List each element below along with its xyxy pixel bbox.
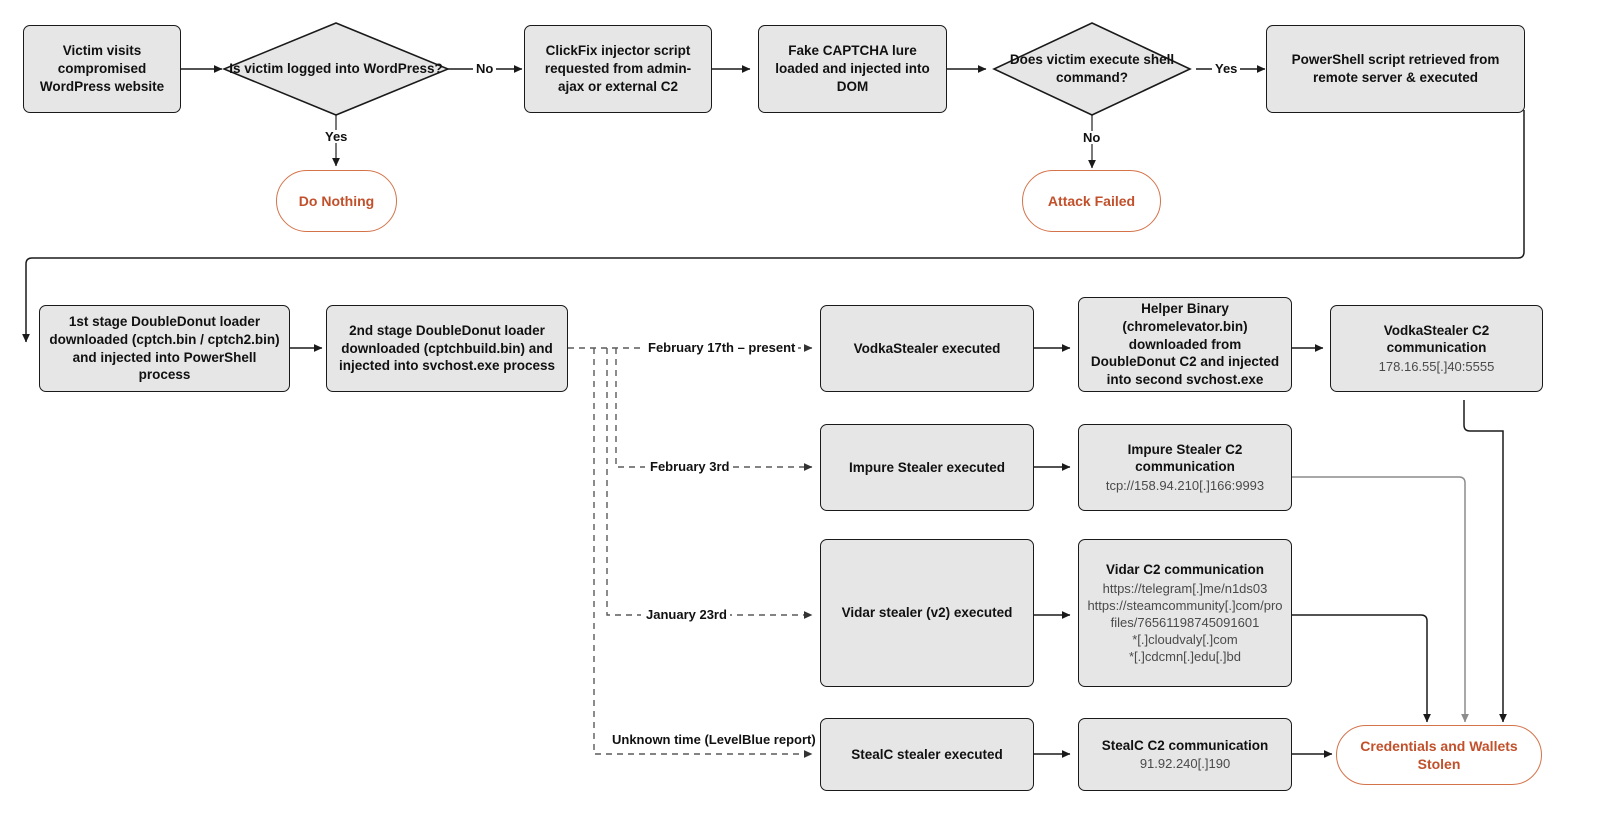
node-impure-c2-detail: tcp://158.94.210[.]166:9993	[1105, 478, 1265, 494]
node-exec-shell-decision-label: Does victim execute shell command?	[1009, 52, 1175, 85]
node-victim-visits-label: Victim visits compromised WordPress webs…	[39, 43, 165, 94]
node-fake-captcha-label: Fake CAPTCHA lure loaded and injected in…	[775, 43, 930, 94]
node-attack-failed-label: Attack Failed	[1047, 192, 1136, 209]
node-logged-in-decision[interactable]: Is victim logged into WordPress?	[222, 21, 450, 117]
edge-label-branch-vidar: January 23rd	[643, 608, 730, 621]
edge-label-branch-impure: February 3rd	[647, 460, 733, 473]
edge-label-logged-in-no: No	[473, 62, 497, 75]
node-vodka-c2[interactable]: VodkaStealer C2 communication 178.16.55[…	[1330, 305, 1543, 392]
node-stealc-exec-label: StealC stealer executed	[851, 746, 1003, 762]
node-stealc-c2-detail: 91.92.240[.]190	[1139, 756, 1231, 772]
node-impure-exec-label: Impure Stealer executed	[848, 459, 1006, 475]
diamond-shape-icon	[992, 22, 1192, 116]
node-vidar-c2-title: Vidar C2 communication	[1105, 561, 1265, 577]
node-powershell-script[interactable]: PowerShell script retrieved from remote …	[1266, 25, 1525, 113]
node-loader-stage1-label: 1st stage DoubleDonut loader downloaded …	[49, 313, 280, 383]
node-vidar-c2[interactable]: Vidar C2 communication https://telegram[…	[1078, 539, 1292, 687]
node-vodka-exec[interactable]: VodkaStealer executed	[820, 305, 1034, 392]
node-stealc-c2-title: StealC C2 communication	[1101, 737, 1269, 753]
edge-label-branch-vodka: February 17th – present	[645, 341, 799, 354]
node-exec-shell-decision[interactable]: Does victim execute shell command?	[992, 21, 1192, 117]
node-stealc-exec[interactable]: StealC stealer executed	[820, 718, 1034, 791]
node-impure-c2[interactable]: Impure Stealer C2 communication tcp://15…	[1078, 424, 1292, 511]
node-attack-failed[interactable]: Attack Failed	[1022, 170, 1161, 232]
edge-label-branch-stealc: Unknown time (LevelBlue report)	[609, 733, 819, 746]
node-do-nothing-label: Do Nothing	[298, 192, 375, 209]
node-vidar-exec-label: Vidar stealer (v2) executed	[841, 605, 1013, 621]
diamond-shape-icon	[222, 22, 450, 116]
node-fake-captcha[interactable]: Fake CAPTCHA lure loaded and injected in…	[758, 25, 947, 113]
node-helper-binary-label: Helper Binary (chromelevator.bin) downlo…	[1090, 300, 1280, 388]
node-impure-c2-title: Impure Stealer C2 communication	[1127, 441, 1243, 475]
node-credentials-stolen-label: Credentials and Wallets Stolen	[1360, 737, 1518, 772]
node-victim-visits[interactable]: Victim visits compromised WordPress webs…	[23, 25, 181, 113]
node-do-nothing[interactable]: Do Nothing	[276, 170, 397, 232]
edge-label-logged-in-yes: Yes	[322, 130, 351, 143]
node-helper-binary[interactable]: Helper Binary (chromelevator.bin) downlo…	[1078, 297, 1292, 392]
node-powershell-script-label: PowerShell script retrieved from remote …	[1291, 52, 1500, 85]
edge-label-exec-shell-yes: Yes	[1212, 62, 1241, 75]
node-credentials-stolen[interactable]: Credentials and Wallets Stolen	[1336, 725, 1542, 785]
node-impure-exec[interactable]: Impure Stealer executed	[820, 424, 1034, 511]
node-clickfix-injector-label: ClickFix injector script requested from …	[544, 43, 692, 94]
node-loader-stage2[interactable]: 2nd stage DoubleDonut loader downloaded …	[326, 305, 568, 392]
node-vidar-exec[interactable]: Vidar stealer (v2) executed	[820, 539, 1034, 687]
node-stealc-c2[interactable]: StealC C2 communication 91.92.240[.]190	[1078, 718, 1292, 791]
node-logged-in-decision-label: Is victim logged into WordPress?	[229, 61, 443, 77]
node-vodka-c2-title: VodkaStealer C2 communication	[1383, 322, 1490, 356]
node-vodka-exec-label: VodkaStealer executed	[853, 340, 1001, 356]
edge-label-exec-shell-no: No	[1080, 131, 1104, 144]
node-loader-stage1[interactable]: 1st stage DoubleDonut loader downloaded …	[39, 305, 290, 392]
node-vodka-c2-detail: 178.16.55[.]40:5555	[1378, 359, 1495, 375]
node-loader-stage2-label: 2nd stage DoubleDonut loader downloaded …	[338, 322, 556, 374]
node-clickfix-injector[interactable]: ClickFix injector script requested from …	[524, 25, 712, 113]
